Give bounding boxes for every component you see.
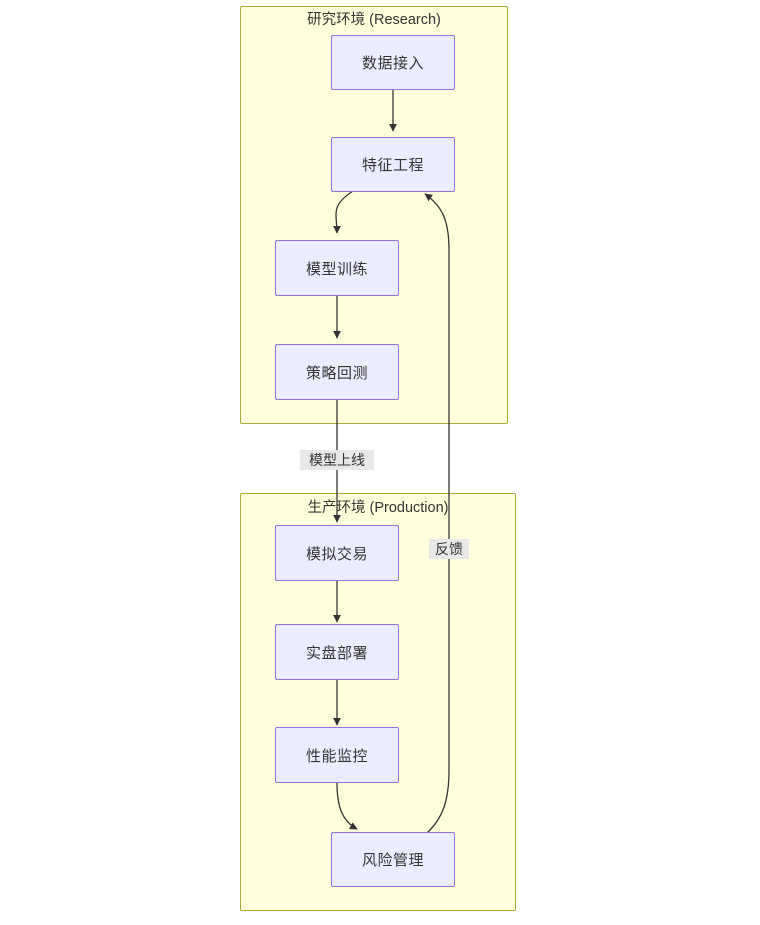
edge-label-feedback: 反馈: [429, 539, 469, 559]
node-paper-trading[interactable]: 模拟交易: [275, 525, 399, 581]
node-risk-manage[interactable]: 风险管理: [331, 832, 455, 887]
cluster-production-title: 生产环境 (Production): [307, 500, 449, 516]
node-perf-monitor[interactable]: 性能监控: [275, 727, 399, 783]
node-data-ingest[interactable]: 数据接入: [331, 35, 455, 90]
node-model-train[interactable]: 模型训练: [275, 240, 399, 296]
cluster-research-title: 研究环境 (Research): [307, 12, 441, 28]
node-feature-eng[interactable]: 特征工程: [331, 137, 455, 192]
node-live-deploy[interactable]: 实盘部署: [275, 624, 399, 680]
edge-label-model-deploy: 模型上线: [300, 450, 374, 470]
node-strategy-backtest[interactable]: 策略回测: [275, 344, 399, 400]
